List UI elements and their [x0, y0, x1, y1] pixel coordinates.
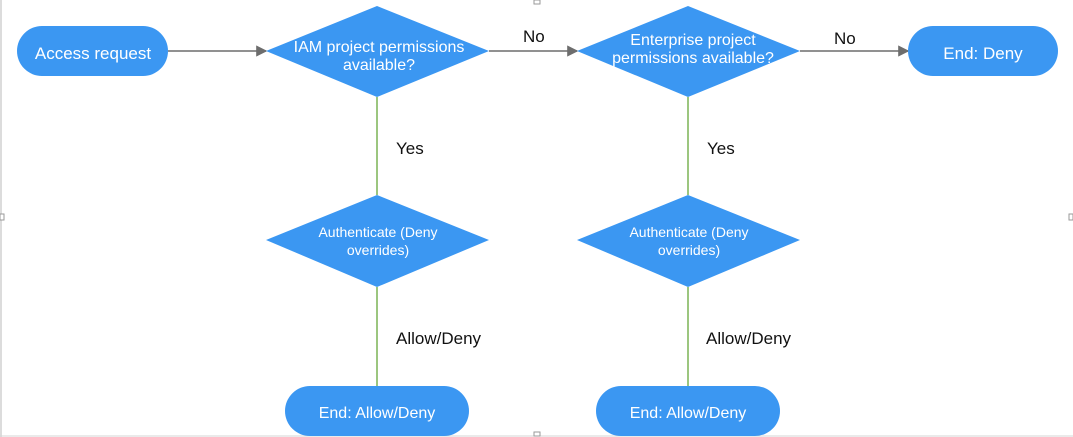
auth-left-result-label: Allow/Deny — [396, 329, 482, 348]
enterprise-no-label: No — [834, 29, 856, 48]
end-allow-deny-right-node[interactable] — [596, 386, 780, 436]
auth-right-node[interactable] — [577, 195, 800, 287]
iam-yes-label: Yes — [396, 139, 424, 158]
iam-decision-label-line2: available? — [343, 57, 415, 74]
access-request-node[interactable] — [17, 26, 168, 76]
end-deny-label: End: Deny — [943, 44, 1023, 63]
resize-handle-bottom[interactable] — [533, 431, 541, 437]
iam-decision-node[interactable] — [266, 6, 489, 97]
auth-right-label-line2: overrides) — [658, 242, 720, 258]
resize-handle-right[interactable] — [1068, 213, 1073, 221]
auth-left-node[interactable] — [266, 195, 489, 287]
auth-right-label-line1: Authenticate (Deny — [629, 224, 748, 240]
end-allow-deny-left-label: End: Allow/Deny — [319, 405, 436, 422]
iam-decision-label-line1: IAM project permissions — [294, 39, 465, 56]
resize-handle-left[interactable] — [0, 213, 5, 221]
enterprise-yes-label: Yes — [707, 139, 735, 158]
access-request-label: Access request — [35, 44, 151, 63]
iam-no-label: No — [523, 27, 545, 46]
end-allow-deny-right-label: End: Allow/Deny — [630, 405, 747, 422]
enterprise-decision-label-line2: permissions available? — [612, 50, 774, 67]
enterprise-decision-label-line1: Enterprise project — [630, 32, 756, 49]
auth-right-result-label: Allow/Deny — [706, 329, 792, 348]
end-allow-deny-left-node[interactable] — [285, 386, 469, 436]
auth-left-label-line1: Authenticate (Deny — [318, 224, 437, 240]
end-deny-node[interactable] — [908, 26, 1058, 76]
enterprise-decision-node[interactable] — [577, 6, 800, 97]
auth-left-label-line2: overrides) — [347, 242, 409, 258]
resize-handle-top[interactable] — [533, 0, 541, 5]
